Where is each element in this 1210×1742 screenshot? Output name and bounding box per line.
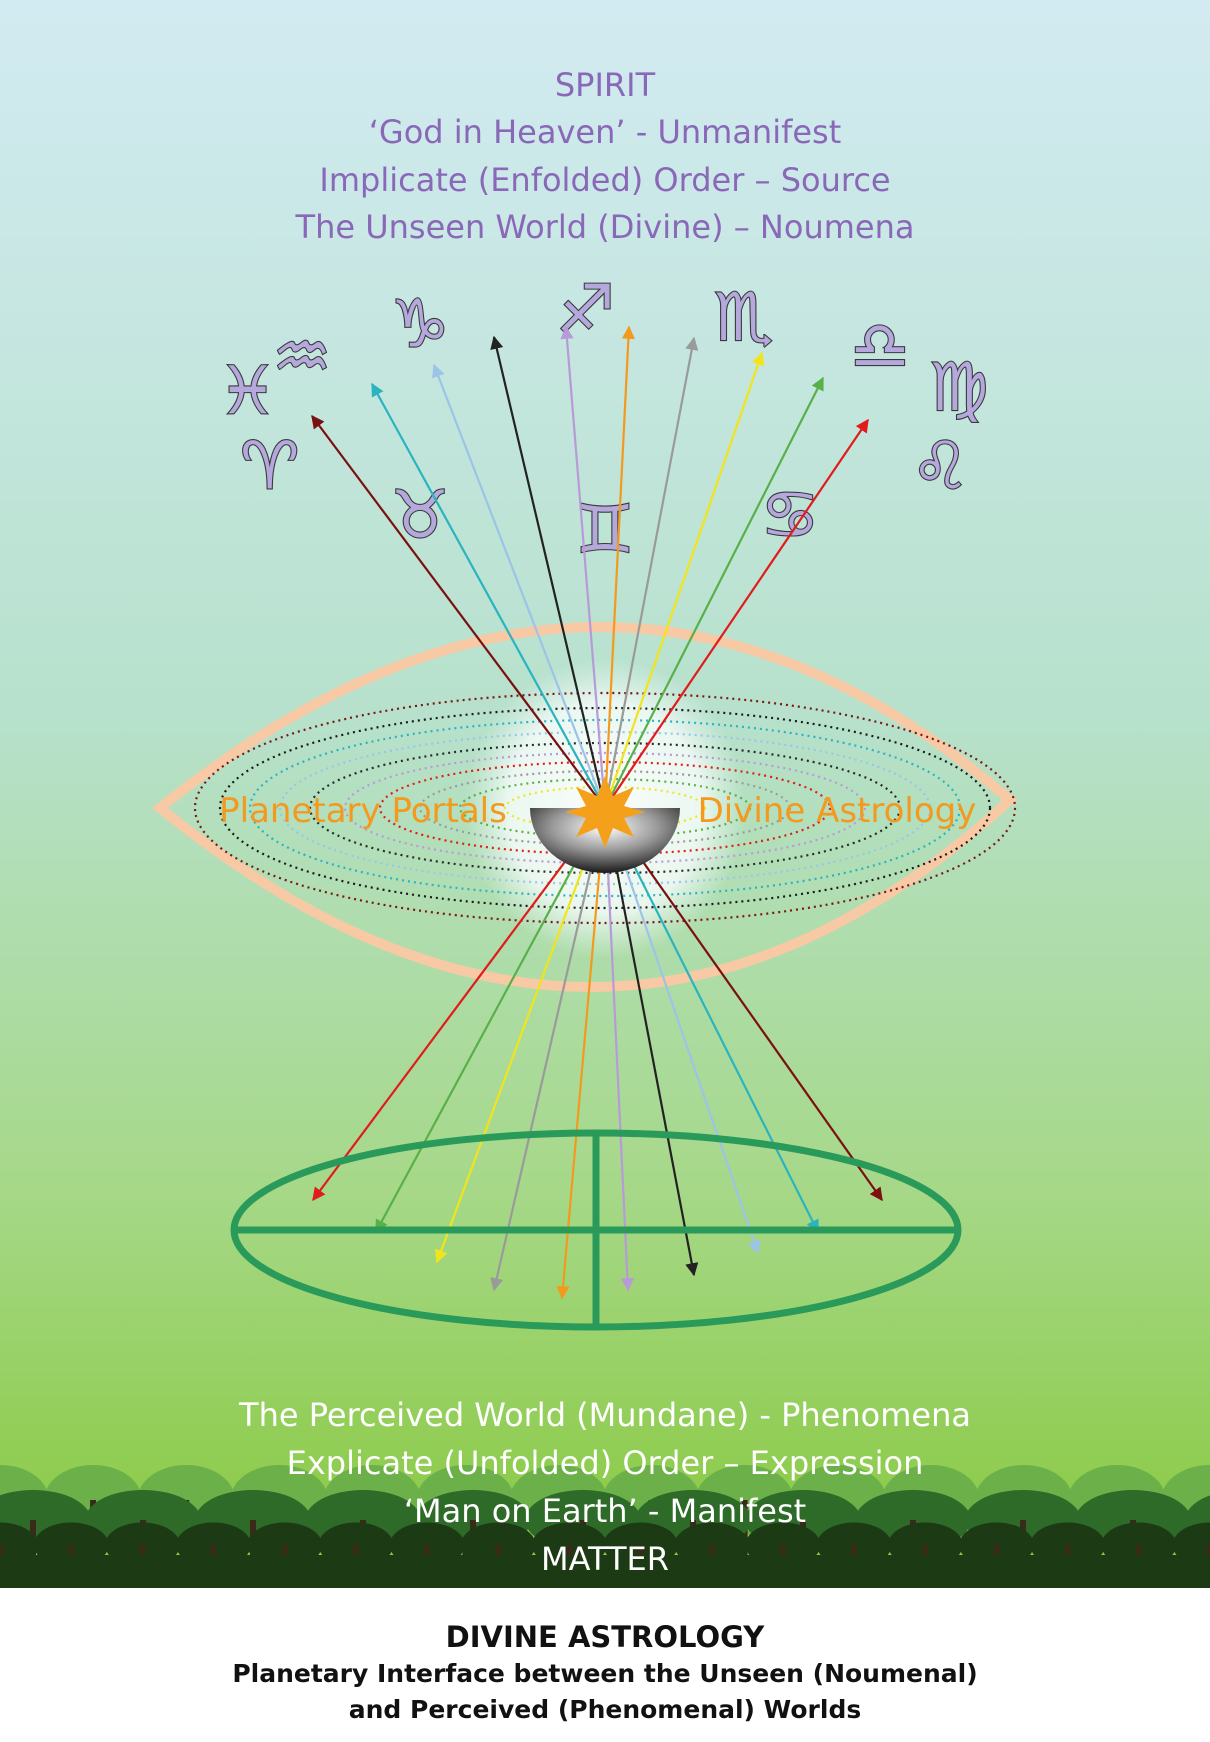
libra-icon: ♎ xyxy=(850,307,909,384)
ray-down xyxy=(604,807,883,1202)
capricorn-icon: ♑ xyxy=(390,286,449,363)
spirit-line-4: The Unseen World (Divine) – Noumena xyxy=(295,208,915,246)
ray-up xyxy=(603,325,635,809)
caption-line-2: and Perceived (Phenomenal) Worlds xyxy=(348,1695,862,1724)
aquarius-icon: ♒ xyxy=(272,318,331,395)
ray-down xyxy=(490,807,607,1292)
divine-astrology-label: Divine Astrology xyxy=(698,791,977,831)
matter-line-1: The Perceived World (Mundane) - Phenomen… xyxy=(238,1396,971,1434)
caption-title: DIVINE ASTROLOGY xyxy=(445,1620,765,1654)
orbit-ring xyxy=(193,691,1017,925)
matter-line-2: Explicate (Unfolded) Order – Expression xyxy=(287,1444,924,1482)
diagram-canvas: SPIRIT ‘God in Heaven’ - Unmanifest Impl… xyxy=(0,0,1210,1588)
spirit-line-1: SPIRIT xyxy=(555,66,656,104)
figure-caption: DIVINE ASTROLOGY Planetary Interface bet… xyxy=(0,1588,1210,1742)
ray-down xyxy=(603,807,699,1277)
ray-up xyxy=(603,336,699,809)
ray-up xyxy=(604,376,824,809)
orbit-ring xyxy=(248,718,962,898)
matter-line-4: MATTER xyxy=(541,1540,669,1578)
pisces-icon: ♓ xyxy=(218,353,277,430)
ray-up xyxy=(371,382,606,809)
ray-up xyxy=(603,351,765,809)
virgo-icon: ♍ xyxy=(929,349,988,426)
spirit-line-2: ‘God in Heaven’ - Unmanifest xyxy=(369,113,842,151)
orbit-ring xyxy=(343,751,867,865)
ray-up xyxy=(560,325,607,809)
orbit-ring xyxy=(278,730,932,886)
scorpio-icon: ♏ xyxy=(714,279,773,356)
planetary-orbits xyxy=(193,691,1017,925)
ray-down xyxy=(604,807,819,1234)
ray-down xyxy=(434,807,607,1264)
zodiac-ring: ♓♒♑♐♏♎♍♌♋♊♉♈ xyxy=(217,270,990,569)
ray-up xyxy=(490,335,607,809)
ray-down xyxy=(375,807,606,1234)
tree-line xyxy=(0,1465,1210,1588)
ray-bundle xyxy=(311,325,883,1300)
ray-up xyxy=(432,363,607,809)
orbit-ring xyxy=(378,760,832,856)
caption-line-1: Planetary Interface between the Unseen (… xyxy=(232,1659,978,1688)
ray-down xyxy=(556,807,607,1300)
portal-lens xyxy=(152,622,1018,992)
orbit-ring xyxy=(218,706,992,910)
matter-text-block: The Perceived World (Mundane) - Phenomen… xyxy=(238,1396,971,1578)
ray-down xyxy=(312,807,606,1202)
earth-symbol-icon xyxy=(230,1129,962,1331)
aries-icon: ♈ xyxy=(240,428,299,505)
diagram-art: SPIRIT ‘God in Heaven’ - Unmanifest Impl… xyxy=(0,0,1210,1588)
orbit-ring xyxy=(503,785,707,831)
ray-down xyxy=(603,807,761,1255)
cancer-icon: ♋ xyxy=(760,476,819,553)
sun-icon xyxy=(565,776,645,848)
matter-line-3: ‘Man on Earth’ - Manifest xyxy=(404,1492,806,1530)
spirit-line-3: Implicate (Enfolded) Order – Source xyxy=(319,161,890,199)
taurus-icon: ♉ xyxy=(390,476,449,553)
spirit-text-block: SPIRIT ‘God in Heaven’ - Unmanifest Impl… xyxy=(295,66,915,246)
orbit-ring xyxy=(418,769,792,847)
ground-strip xyxy=(0,1555,1210,1588)
sagittarius-icon: ♐ xyxy=(556,271,615,348)
ray-up xyxy=(604,418,869,809)
leo-icon: ♌ xyxy=(911,428,970,505)
ray-up xyxy=(311,414,606,809)
ray-down xyxy=(603,807,635,1292)
planetary-portals-label: Planetary Portals xyxy=(219,791,507,831)
